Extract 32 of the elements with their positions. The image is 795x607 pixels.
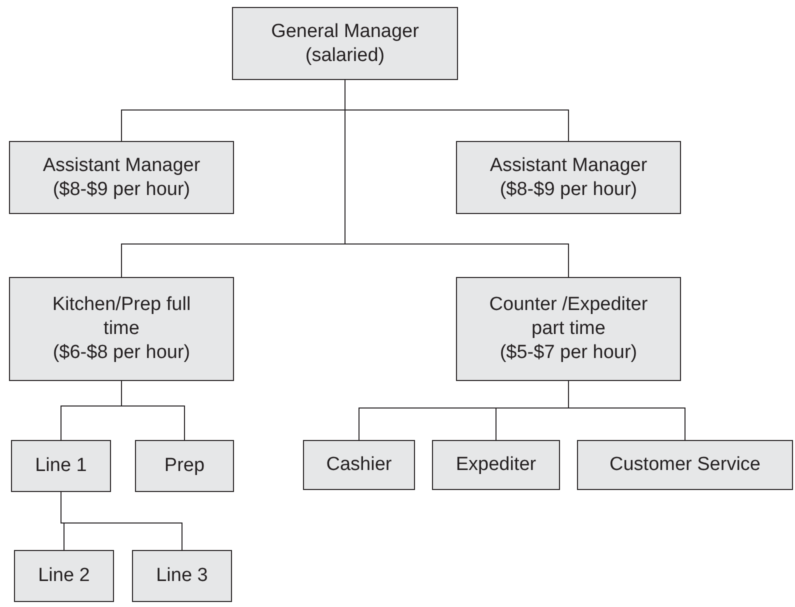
- connector-line: [60, 492, 182, 550]
- role-text: ($6-$8 per hour): [52, 341, 190, 365]
- connector-line: [121, 380, 185, 440]
- role-text: ($8-$9 per hour): [500, 178, 638, 202]
- role-text: ($5-$7 per hour): [500, 341, 638, 365]
- role-text: Kitchen/Prep full time: [52, 293, 192, 341]
- org-box: [232, 7, 458, 80]
- role-text: Cashier: [326, 453, 392, 477]
- org-box: [14, 550, 114, 602]
- org-box: [303, 440, 415, 490]
- connector-line: [568, 380, 686, 440]
- org-box: [432, 440, 560, 490]
- role-text: (salaried): [305, 44, 385, 68]
- role-text: Customer Service: [610, 453, 760, 477]
- org-box: [135, 440, 234, 492]
- role-text: ($8-$9 per hour): [52, 178, 190, 202]
- role-text: General Manager: [271, 20, 419, 44]
- role-text: Line 3: [156, 564, 208, 588]
- role-text: Prep: [164, 454, 205, 478]
- role-text: Line 1: [35, 454, 87, 478]
- role-text: Counter /Expediter part time: [488, 293, 649, 341]
- org-box: [11, 440, 111, 492]
- role-text: Line 2: [38, 564, 90, 588]
- org-box: [132, 550, 232, 602]
- role-text: Assistant Manager: [490, 154, 648, 178]
- role-text: Assistant Manager: [42, 154, 200, 178]
- org-box: [456, 277, 681, 381]
- org-box: [456, 141, 681, 214]
- role-text: Expediter: [456, 453, 536, 477]
- org-box: [9, 277, 234, 381]
- org-box: [577, 440, 793, 490]
- org-box: [9, 141, 234, 214]
